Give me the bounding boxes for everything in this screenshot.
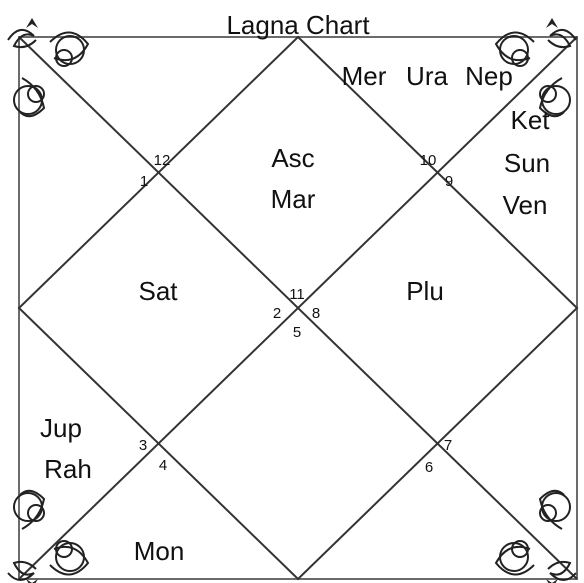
planet-label-mon: Mon bbox=[134, 536, 185, 566]
planet-label-ven: Ven bbox=[503, 190, 548, 220]
house-number-5: 5 bbox=[293, 324, 301, 341]
chart-title: Lagna Chart bbox=[226, 10, 370, 40]
corner-ornament-bottom-right bbox=[496, 491, 576, 583]
house-number-1: 1 bbox=[140, 173, 148, 190]
house-number-11: 11 bbox=[289, 286, 305, 303]
planet-label-asc: Asc bbox=[271, 143, 314, 173]
planet-label-plu: Plu bbox=[406, 276, 444, 306]
planet-label-mer: Mer bbox=[342, 61, 387, 91]
house-number-3: 3 bbox=[139, 437, 147, 454]
house-number-2: 2 bbox=[273, 305, 281, 322]
planet-label-nep: Nep bbox=[465, 61, 513, 91]
planet-label-jup: Jup bbox=[40, 413, 82, 443]
house-number-12: 12 bbox=[154, 152, 171, 169]
house-number-6: 6 bbox=[425, 459, 433, 476]
house-number-7: 7 bbox=[444, 437, 452, 454]
chart-grid-lines bbox=[19, 37, 577, 579]
house-number-10: 10 bbox=[420, 152, 437, 169]
planet-label-sat: Sat bbox=[138, 276, 178, 306]
planet-label-sun: Sun bbox=[504, 148, 550, 178]
house-number-8: 8 bbox=[312, 305, 320, 322]
planet-label-ura: Ura bbox=[406, 61, 448, 91]
house-number-9: 9 bbox=[445, 173, 453, 190]
house-number-4: 4 bbox=[159, 457, 167, 474]
planet-label-mar: Mar bbox=[271, 184, 316, 214]
planet-label-ket: Ket bbox=[510, 105, 550, 135]
planet-label-rah: Rah bbox=[44, 454, 92, 484]
